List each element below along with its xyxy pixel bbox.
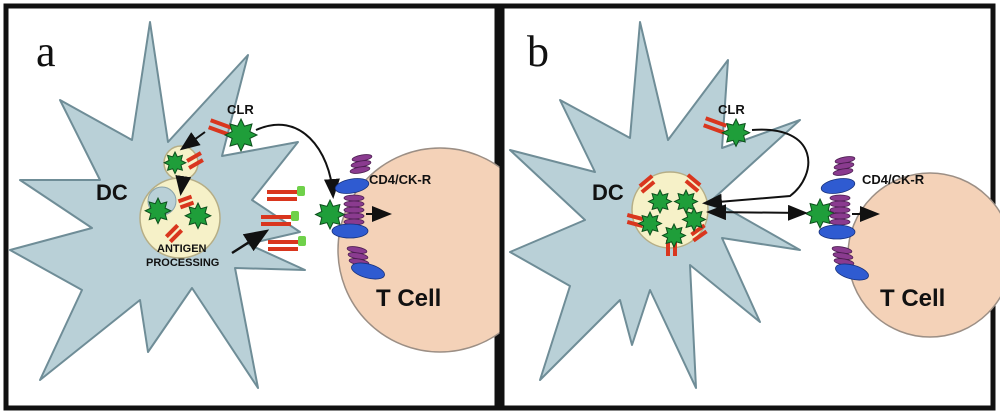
- antigen: [681, 206, 707, 233]
- antigen: [223, 117, 259, 153]
- cd4-label: CD4/CK-R: [862, 172, 925, 187]
- antigen: [314, 198, 346, 231]
- clr-receptor: [207, 118, 233, 137]
- panel-b: b DC CLR CD4/CK-R T Cell: [499, 3, 1000, 411]
- fusion-arrow: [175, 175, 192, 196]
- t-cell: [847, 172, 1000, 338]
- uptake-arrow: [179, 131, 206, 151]
- clr-label: CLR: [227, 102, 254, 117]
- dc-label: DC: [592, 180, 624, 205]
- t-cell-label: T Cell: [376, 285, 441, 312]
- antigen: [661, 222, 687, 249]
- panel-a: a DC CLR CD4/CK-R ANTIGEN PROCESSING T C…: [3, 3, 543, 411]
- antigen: [163, 150, 187, 175]
- peptide-mhc: [268, 236, 306, 251]
- antigen: [184, 201, 212, 230]
- peptide-mhc: [261, 211, 299, 226]
- clr-receptor: [702, 116, 728, 135]
- vesicle-receptor: [164, 223, 184, 244]
- t-cell-label: T Cell: [880, 285, 945, 312]
- panel-letter: b: [527, 27, 549, 76]
- dc-label: DC: [96, 180, 128, 205]
- cd4-receptor-cluster: [818, 156, 869, 281]
- vesicle-receptors: [626, 173, 708, 256]
- processing-arrow: [231, 229, 270, 255]
- antigen: [144, 196, 172, 225]
- panel-letter: a: [36, 27, 56, 76]
- exchange-arrow: [706, 204, 808, 221]
- recycling-arrow: [702, 128, 810, 210]
- antigen: [804, 197, 836, 230]
- antigen: [637, 210, 663, 237]
- antigen: [647, 188, 673, 215]
- antigen: [721, 117, 751, 148]
- peptide-mhc: [267, 186, 305, 201]
- cd4-label: CD4/CK-R: [369, 172, 432, 187]
- antigen-label: ANTIGEN: [157, 243, 207, 255]
- clr-label: CLR: [718, 102, 745, 117]
- cd4-receptor-cluster: [331, 154, 385, 280]
- clr-transfer-arrow: [255, 123, 340, 199]
- vesicle-receptor: [177, 194, 195, 210]
- vesicle-receptor: [186, 151, 204, 170]
- processing-label: PROCESSING: [146, 257, 219, 269]
